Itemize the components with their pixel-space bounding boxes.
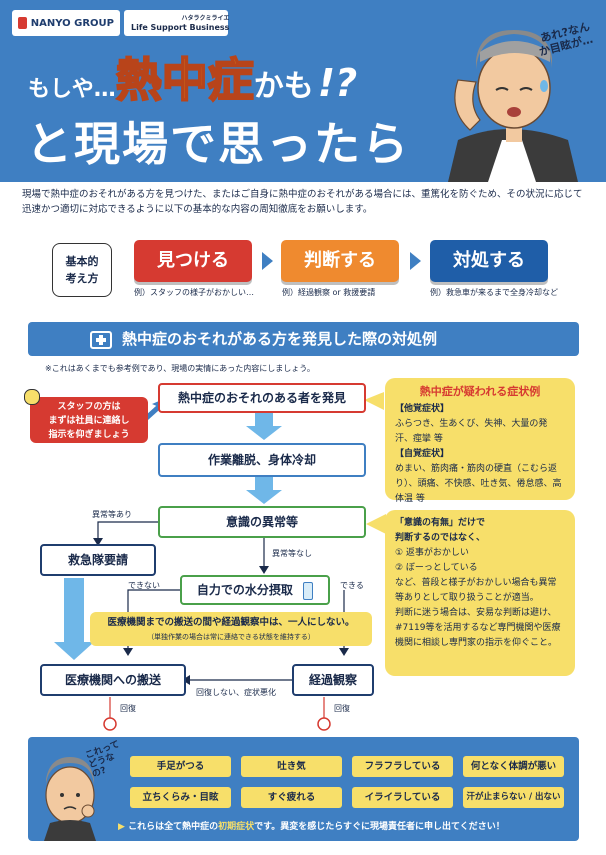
basic-label-1: 基本的 — [65, 255, 99, 268]
step-action: 対処する — [430, 240, 548, 282]
observe-text: 経過観察 — [308, 673, 357, 687]
step-find-example: 例）スタッフの様子がおかしい… — [134, 288, 254, 297]
label-cannot: できない — [128, 581, 160, 590]
brand-sub: ハタラクミライエ — [181, 15, 230, 22]
bottom-message: ▶ これらは全て熱中症の初期症状です。異変を感じたらすぐに現場責任者に申し出てく… — [118, 819, 505, 832]
symptom-tag: 何となく体調が悪い — [463, 756, 564, 777]
symptoms-objective-text: ふらつき、生あくび、失神、大量の発汗、痙攣 等 — [395, 419, 548, 444]
step-find-label: 見つける — [157, 250, 229, 271]
symptom-tag: イライラしている — [352, 787, 453, 808]
symptom-tag: 立ちくらみ・目眩 — [130, 787, 231, 808]
label-recover-left: 回復 — [120, 704, 136, 713]
symptoms-subjective-heading: 【自覚症状】 — [395, 449, 450, 459]
label-abnormal: 異常等あり — [92, 510, 132, 519]
nanyo-logo: NANYO GROUP — [12, 10, 120, 36]
judge-text4: 判断に迷う場合は、安易な判断は避け、#7119等を活用するなど専門機関や医療機関… — [395, 608, 561, 648]
staff-notice-line2: まずは社員に連絡し — [48, 416, 130, 426]
step-find: 見つける — [134, 240, 252, 282]
lightbulb-icon — [24, 389, 40, 405]
arrow-right-icon — [410, 252, 421, 270]
symptoms-subjective-text: めまい、筋肉痛・筋肉の硬直（こむら返り）、頭痛、不快感、吐き気、倦怠感、高体温 … — [395, 464, 562, 504]
judgement-box: 「意識の有無」だけで 判断するのではなく、 ① 返事がおかしい ② ぼーっとして… — [385, 510, 575, 676]
staff-notice: スタッフの方は まずは社員に連絡し 指示を仰ぎましょう — [24, 389, 148, 443]
symptoms-title: 熱中症が疑われる症状例 — [419, 385, 541, 398]
label-normal: 異常等なし — [272, 549, 312, 558]
water-intake-box: 自力での水分摂取 — [180, 575, 330, 605]
arrow-right-icon — [262, 252, 273, 270]
water-bottle-icon — [303, 581, 314, 600]
step-judge: 判断する — [281, 240, 399, 282]
find-person-box: 熱中症のおそれのある者を発見 — [158, 383, 366, 413]
judge-item2: ② ぼーっとしている — [395, 563, 478, 573]
judge-text3: など、普段と様子がおかしい場合も異常等ありとして取り扱うことが適当。 — [395, 578, 557, 603]
never-alone-line1: 医療機関までの搬送の間や経過観察中は、一人にしない。 — [107, 617, 355, 628]
brand-name-2: Life Support Business — [131, 23, 230, 32]
thinking-worker-illustration — [44, 757, 96, 841]
section-banner: 熱中症のおそれがある方を発見した際の対処例 — [28, 322, 579, 356]
worried-worker-illustration — [448, 30, 578, 182]
step-action-example: 例）救急車が来るまで全身冷却など — [430, 288, 558, 297]
title-suffix: かも — [253, 69, 314, 104]
consciousness-text: 意識の異常等 — [225, 515, 298, 529]
observe-box: 経過観察 — [292, 664, 374, 696]
water-intake-text: 自力での水分摂取 — [196, 583, 293, 597]
logo-mark-icon — [18, 17, 27, 29]
label-can: できる — [340, 581, 364, 590]
judge-line2: 判断するのではなく、 — [395, 533, 486, 543]
section-title: 熱中症のおそれがある方を発見した際の対処例 — [122, 330, 438, 348]
step-judge-example: 例）経過観察 or 救援要請 — [282, 288, 376, 297]
section-note: ※これはあくまでも参考例であり、現場の実情にあった内容にしましょう。 — [45, 364, 315, 373]
symptom-tag: フラフラしている — [352, 756, 453, 777]
lifesupport-logo: ハタラクミライエ Life Support Business — [124, 10, 230, 36]
symptom-tag: すぐ疲れる — [241, 787, 342, 808]
consciousness-box: 意識の異常等 — [158, 506, 366, 538]
title-marks: !? — [317, 61, 358, 105]
ambulance-text: 救急隊要請 — [67, 553, 128, 567]
symptoms-objective-heading: 【他覚症状】 — [395, 404, 450, 414]
never-alone-notice: 医療機関までの搬送の間や経過観察中は、一人にしない。 （単独作業の場合は常に連絡… — [90, 612, 372, 646]
title-prefix: もしや… — [28, 77, 116, 102]
step-action-label: 対処する — [453, 250, 525, 271]
ambulance-box: 救急隊要請 — [40, 544, 156, 576]
transport-text: 医療機関への搬送 — [64, 673, 161, 687]
first-aid-icon — [90, 330, 112, 349]
symptom-tag: 吐き気 — [241, 756, 342, 777]
staff-notice-line1: スタッフの方は — [57, 402, 121, 412]
cooling-box: 作業離脱、身体冷却 — [158, 443, 366, 477]
symptoms-box: 熱中症が疑われる症状例 【他覚症状】 ふらつき、生あくび、失神、大量の発汗、痙攣… — [385, 378, 575, 504]
title-line2: と現場で思ったら — [26, 117, 410, 171]
step-judge-label: 判断する — [304, 250, 376, 271]
arrow-icon: ▶ — [118, 822, 125, 832]
title-heatstroke: 熱中症 — [115, 52, 255, 108]
basic-approach-label: 基本的 考え方 — [52, 243, 112, 297]
basic-label-2: 考え方 — [65, 272, 99, 285]
label-worse: 回復しない、症状悪化 — [196, 688, 276, 697]
bottom-msg-highlight: 初期症状 — [218, 822, 255, 832]
judge-item1: ① 返事がおかしい — [395, 548, 469, 558]
bottom-msg-prefix: これらは全て熱中症の — [128, 822, 219, 832]
never-alone-line2: （単独作業の場合は常に連絡できる状態を維持する） — [147, 633, 315, 641]
brand-name: NANYO GROUP — [30, 17, 114, 29]
symptom-tag: 汗が止まらない / 出ない — [463, 787, 564, 808]
staff-notice-line3: 指示を仰ぎましょう — [48, 430, 130, 440]
cooling-text: 作業離脱、身体冷却 — [207, 453, 316, 467]
symptom-tag: 手足がつる — [130, 756, 231, 777]
intro-text: 現場で熱中症のおそれがある方を見つけた、またはご自身に熱中症のおそれがある場合に… — [22, 189, 583, 215]
find-person-text: 熱中症のおそれのある者を発見 — [177, 391, 346, 405]
bottom-msg-suffix: です。異変を感じたらすぐに現場責任者に申し出てください！ — [254, 822, 505, 832]
transport-box: 医療機関への搬送 — [40, 664, 186, 696]
title-line1: もしや…熱中症かも!? — [28, 44, 357, 110]
label-recover-right: 回復 — [334, 704, 350, 713]
judge-line1: 「意識の有無」だけで — [395, 518, 486, 528]
